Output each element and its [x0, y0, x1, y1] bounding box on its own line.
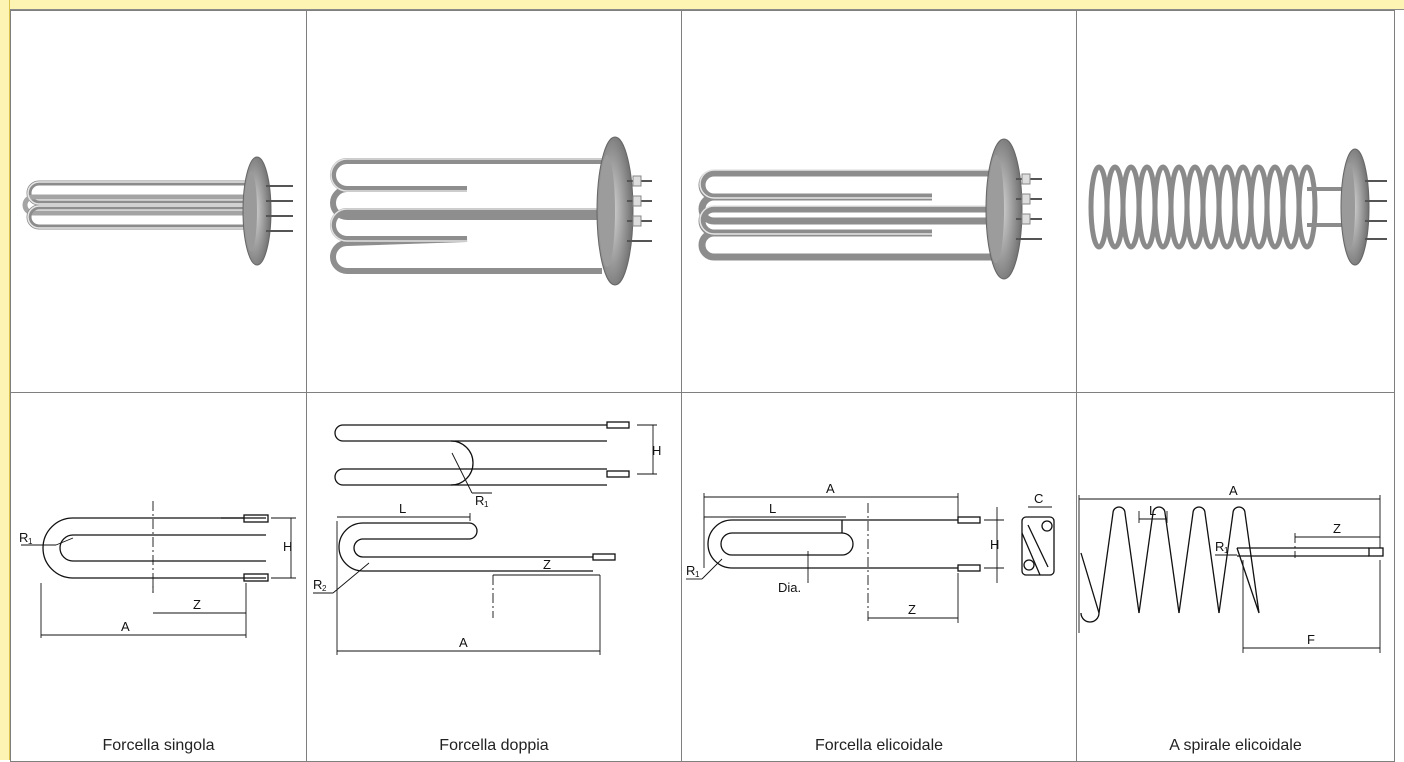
- drawing4-a-label: A: [1229, 483, 1238, 498]
- drawing4-r1-subscript: 1: [1224, 546, 1229, 555]
- spiral-heater-photo-icon: [1088, 148, 1387, 266]
- drawing-row: R 1 H Z A Forcella singola: [10, 392, 1395, 762]
- drawing-cell-spiral: A L R 1 Z F A spirale elicoidale: [1076, 392, 1395, 762]
- drawing-cell-double-fork: H R 1 L Z R 2 A Forcella doppia: [306, 392, 682, 762]
- drawing3-l-label: L: [769, 501, 776, 516]
- single-fork-drawing-icon: R 1 H Z A: [19, 501, 296, 638]
- drawing3-h-label: H: [990, 537, 999, 552]
- caption-double-fork: Forcella doppia: [439, 737, 549, 754]
- single-fork-heater-photo-icon: [22, 156, 293, 266]
- heater-types-table: R 1 H Z A Forcella singola: [10, 10, 1395, 762]
- caption-spiral: A spirale elicoidale: [1169, 737, 1302, 754]
- drawing2-r1-subscript: 1: [484, 500, 489, 509]
- photo-cell-single-fork: [10, 10, 307, 393]
- helical-fork-drawing-icon: A L R 1 Dia. H Z C: [686, 481, 1055, 623]
- photo-cell-helical-fork: [681, 10, 1077, 393]
- top-border-bar: [0, 0, 1404, 10]
- drawing-cell-helical-fork: A L R 1 Dia. H Z C Forcella elicoidale: [681, 392, 1077, 762]
- drawing4-l-label: L: [1149, 503, 1156, 518]
- photo-row: [10, 10, 1395, 393]
- drawing3-r1-subscript: 1: [695, 570, 700, 579]
- drawing3-r1-label: R: [686, 563, 695, 578]
- double-fork-heater-photo-icon: [330, 136, 652, 286]
- drawing3-c-label: C: [1034, 491, 1043, 506]
- drawing4-r1-label: R: [1215, 539, 1224, 554]
- drawing1-r1-label: R: [19, 530, 28, 545]
- double-fork-drawing-icon: H R 1 L Z R 2 A: [313, 421, 661, 655]
- drawing4-f-label: F: [1307, 632, 1315, 647]
- drawing1-a-label: A: [121, 619, 130, 634]
- helical-fork-heater-photo-icon: [698, 138, 1042, 280]
- left-border-bar: [0, 0, 10, 760]
- drawing1-h-label: H: [283, 539, 292, 554]
- drawing2-h-label: H: [652, 443, 661, 458]
- drawing1-r1-subscript: 1: [28, 537, 33, 546]
- drawing2-r2-subscript: 2: [322, 584, 327, 593]
- drawing2-l-label: L: [399, 501, 406, 516]
- drawing2-r2-label: R: [313, 577, 322, 592]
- spiral-drawing-icon: A L R 1 Z F: [1078, 483, 1384, 653]
- drawing2-r1-label: R: [475, 493, 484, 508]
- drawing3-dia-label: Dia.: [778, 580, 801, 595]
- photo-cell-double-fork: [306, 10, 682, 393]
- drawing2-z-label: Z: [543, 557, 551, 572]
- drawing-cell-single-fork: R 1 H Z A Forcella singola: [10, 392, 307, 762]
- drawing1-z-label: Z: [193, 597, 201, 612]
- drawing3-z-label: Z: [908, 602, 916, 617]
- drawing3-a-label: A: [826, 481, 835, 496]
- drawing4-z-label: Z: [1333, 521, 1341, 536]
- caption-single-fork: Forcella singola: [102, 737, 215, 754]
- photo-cell-spiral: [1076, 10, 1395, 393]
- caption-helical-fork: Forcella elicoidale: [814, 737, 944, 754]
- drawing2-a-label: A: [459, 635, 468, 650]
